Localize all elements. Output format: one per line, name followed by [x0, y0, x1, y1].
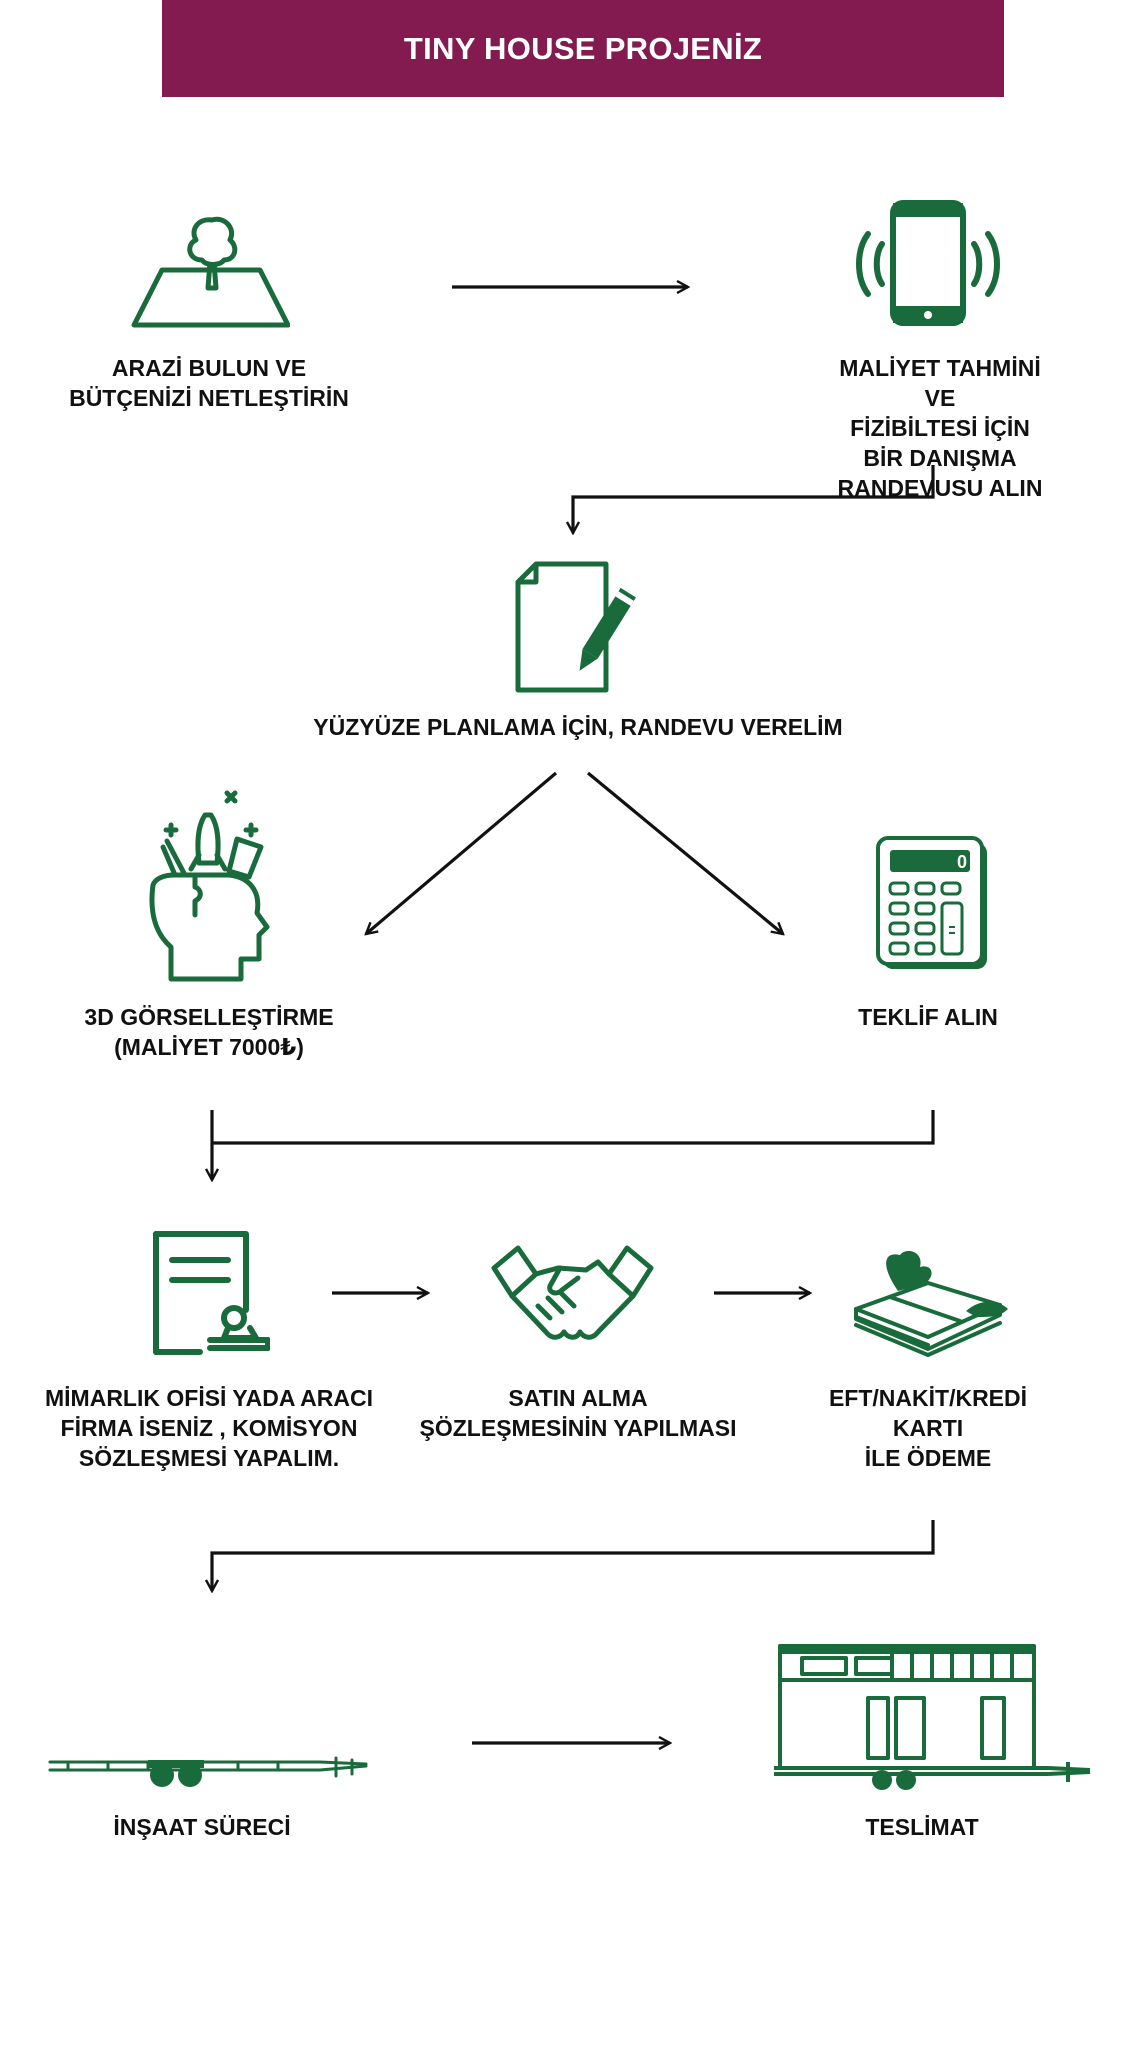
arrow-45-6 [212, 1110, 935, 1145]
step-8-label: EFT/NAKİT/KREDİ KARTI İLE ÖDEME [828, 1385, 1028, 1471]
arrow-3-4 [366, 771, 558, 934]
page-title: TINY HOUSE PROJENİZ [162, 0, 1004, 97]
step-6-label: MİMARLIK OFİSİ YADA ARACI FİRMA İSENİZ ,… [45, 1385, 373, 1471]
step-4-label: 3D GÖRSELLEŞTİRME (MALİYET 7000₺) [84, 1004, 334, 1060]
step-3-label: YÜZYÜZE PLANLAMA İÇİN, RANDEVU VERELİM [313, 714, 843, 740]
step-7-label: SATIN ALMA ŞÖZLEŞMESİNİN YAPILMASI [419, 1385, 737, 1441]
trailer-chassis-icon [48, 1740, 370, 1790]
flying-money-icon [850, 1245, 1010, 1357]
svg-text:0: 0 [957, 852, 967, 872]
arrow-2-3 [573, 465, 935, 533]
tiny-house-icon [772, 1640, 1094, 1792]
step-10-label: TESLİMAT [865, 1814, 979, 1840]
arrow-3-5 [586, 771, 783, 934]
handshake-icon [490, 1240, 655, 1350]
creative-head-icon [145, 785, 280, 985]
step-9-label: İNŞAAT SÜRECİ [113, 1814, 291, 1840]
step-1-label: ARAZİ BULUN VE BÜTÇENİZİ NETLEŞTİRİN [69, 355, 349, 411]
arrow-8-9 [212, 1520, 935, 1591]
land-tree-icon [130, 210, 291, 330]
smartphone-icon [848, 198, 1008, 330]
step-2-label: MALİYET TAHMİNİ VE FİZİBİLTESİ İÇİN BİR … [837, 355, 1043, 501]
contract-stamp-icon [150, 1228, 271, 1358]
document-pen-icon [510, 560, 640, 695]
step-5-label: TEKLİF ALIN [858, 1004, 998, 1030]
calculator-icon: 0 [875, 835, 990, 975]
